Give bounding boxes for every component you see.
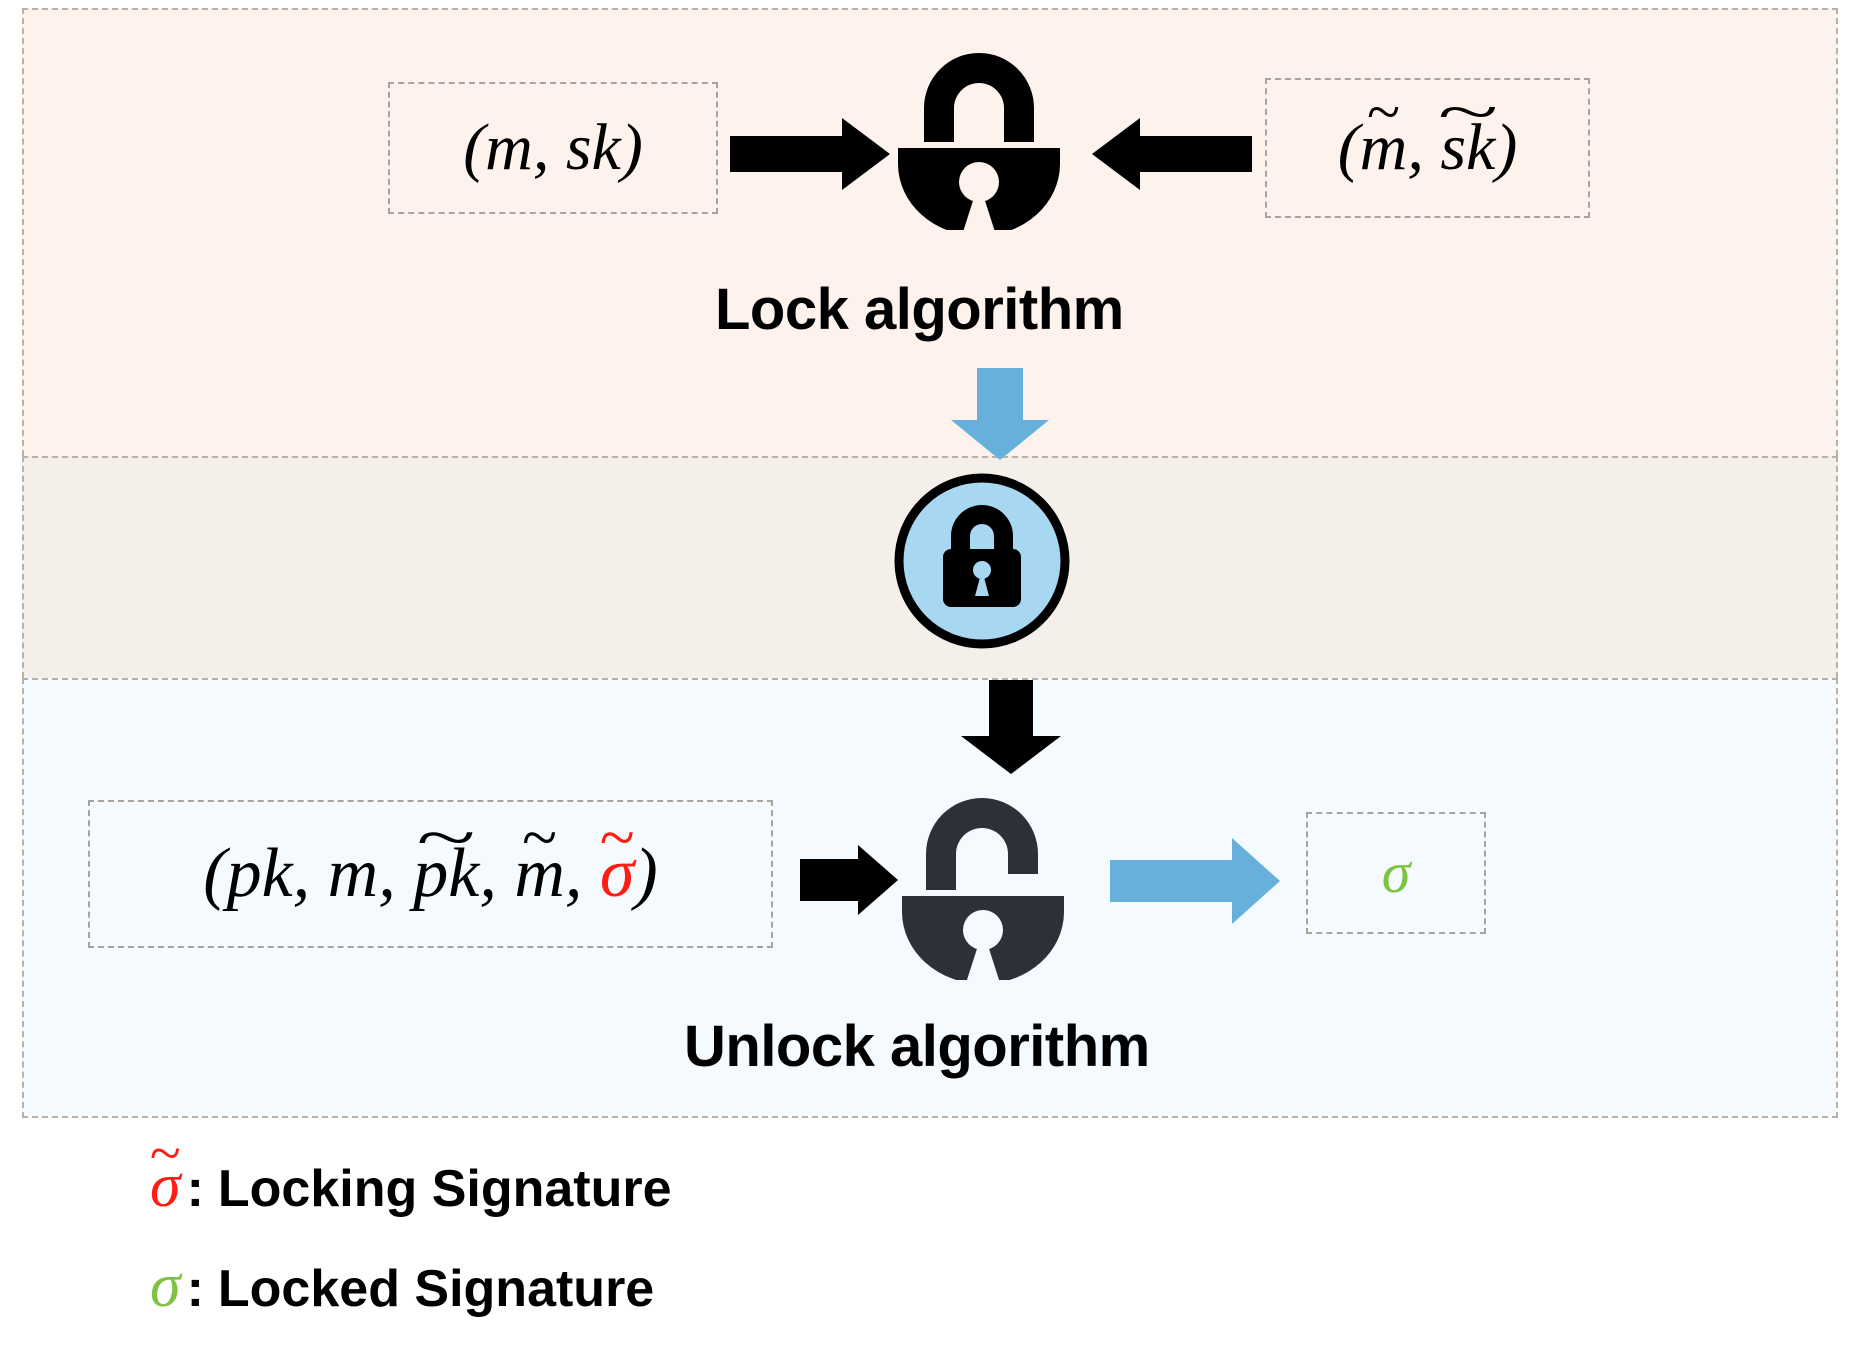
padlock-open-icon <box>884 30 1074 230</box>
locked-padlock-circle-icon <box>893 472 1071 650</box>
legend-separator-1: : <box>186 1160 204 1218</box>
legend-sigma-tilde-symbol: ~σ <box>149 1122 181 1220</box>
lock-band <box>22 8 1838 456</box>
arrow-right-blue-icon <box>1110 838 1280 924</box>
arrow-right-icon <box>730 118 890 190</box>
lock-algorithm-label: Lock algorithm <box>715 277 1124 342</box>
arrow-down-blue-icon <box>951 368 1049 460</box>
legend-label-1: Locking Signature <box>217 1160 672 1218</box>
padlock-unlocked-icon <box>888 778 1078 980</box>
legend-label-2: Locked Signature <box>217 1260 655 1318</box>
arrow-right-small-icon <box>800 845 898 915</box>
arrow-down-icon <box>961 680 1061 774</box>
unlock-algorithm-label: Unlock algorithm <box>684 1014 1150 1079</box>
unlock-output-text: σ <box>1381 840 1411 905</box>
unlock-input-box: (pk, m, ~pk, ~m, ~σ) <box>88 800 773 948</box>
legend-sigma-symbol: σ <box>150 1252 181 1320</box>
legend-item-locked-signature: σ : Locked Signature <box>150 1255 654 1317</box>
unlock-output-box: σ <box>1306 812 1486 934</box>
lock-left-input-box: (m, sk) <box>388 82 718 214</box>
arrow-left-icon <box>1092 118 1252 190</box>
lock-right-input-text: (~m, ~sk) <box>1337 79 1518 184</box>
legend-separator-2: : <box>186 1260 204 1318</box>
lock-right-input-box: (~m, ~sk) <box>1265 78 1590 218</box>
legend-item-locking-signature: ~σ : Locking Signature <box>149 1122 672 1220</box>
unlock-input-text: (pk, m, ~pk, ~m, ~σ) <box>203 801 658 912</box>
lock-left-input-text: (m, sk) <box>463 111 643 184</box>
